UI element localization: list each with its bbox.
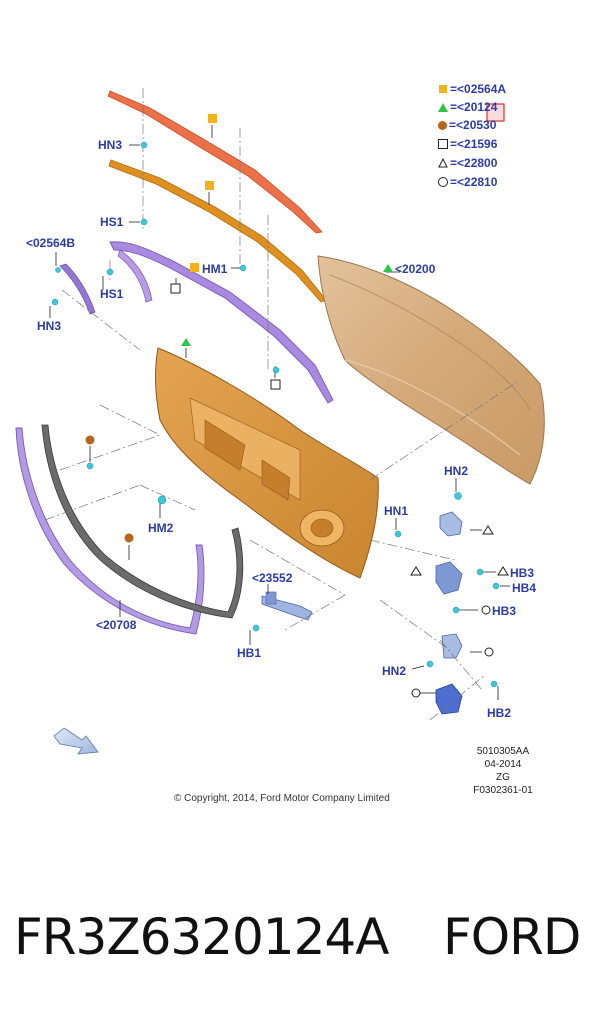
circle-22810-marker bbox=[481, 605, 491, 615]
lower-hinge[interactable] bbox=[441, 633, 463, 659]
label-hb3-lower[interactable]: HB3 bbox=[492, 604, 517, 618]
legend-row-5: =<22800 bbox=[438, 155, 497, 171]
legend-row-6: =<22810 bbox=[438, 174, 497, 190]
label-hm2[interactable]: HM2 bbox=[148, 521, 174, 535]
meta-line-3: ZG bbox=[496, 772, 510, 783]
triangle-22800-marker-3 bbox=[497, 566, 509, 576]
amber-strip[interactable] bbox=[108, 159, 327, 303]
triangle-22800-marker-2 bbox=[410, 566, 422, 576]
legend-text-6: =<22810 bbox=[450, 175, 498, 189]
label-20708[interactable]: <20708 bbox=[96, 618, 137, 632]
leader-lines bbox=[44, 88, 521, 721]
brand-name: FORD bbox=[443, 908, 581, 966]
lower-hinge-bracket[interactable] bbox=[435, 683, 463, 715]
label-hn3-left[interactable]: HN3 bbox=[37, 319, 62, 333]
purple-door-seal[interactable] bbox=[15, 427, 205, 635]
label-hs1-left[interactable]: HS1 bbox=[100, 287, 124, 301]
copyright-notice: © Copyright, 2014, Ford Motor Company Li… bbox=[174, 793, 390, 804]
legend-text-3: =<20530 bbox=[449, 118, 497, 132]
drawing-metadata: 5010305AA 04-2014 ZG F0302361-01 bbox=[468, 745, 538, 797]
dot-20530-marker bbox=[85, 435, 95, 445]
legend-row-2: =<20124 bbox=[438, 99, 497, 115]
legend-row-1: =<02564A bbox=[438, 81, 506, 97]
label-hb1[interactable]: HB1 bbox=[237, 646, 262, 660]
front-direction-arrow-icon bbox=[53, 727, 99, 755]
square-21596-marker-2 bbox=[270, 379, 281, 390]
dark-weatherstrip[interactable] bbox=[41, 424, 244, 619]
legend-text-4: =<21596 bbox=[450, 137, 498, 151]
fasteners bbox=[51, 141, 500, 688]
open-square-icon bbox=[438, 139, 448, 149]
purple-frame-tab bbox=[117, 249, 153, 303]
upper-hinge[interactable] bbox=[439, 511, 463, 537]
label-hb4[interactable]: HB4 bbox=[512, 581, 537, 595]
upper-orange-strip[interactable] bbox=[107, 90, 323, 234]
meta-line-4: F0302361-01 bbox=[473, 785, 533, 796]
open-triangle-icon bbox=[438, 158, 448, 168]
label-hn2-lower[interactable]: HN2 bbox=[382, 664, 407, 678]
door-outer-skin[interactable] bbox=[317, 255, 545, 485]
clip-02564a-marker bbox=[208, 114, 217, 123]
label-hb3-upper[interactable]: HB3 bbox=[510, 566, 535, 580]
triangle-20124-marker-2 bbox=[383, 264, 393, 272]
legend-row-4: =<21596 bbox=[438, 136, 497, 152]
label-hm1[interactable]: HM1 bbox=[202, 262, 228, 276]
label-hs1-top[interactable]: HS1 bbox=[100, 215, 124, 229]
filled-square-icon bbox=[439, 85, 447, 93]
meta-line-1: 5010305AA bbox=[476, 746, 530, 757]
label-hn3-top[interactable]: HN3 bbox=[98, 138, 123, 152]
dot-20530-marker-2 bbox=[124, 533, 134, 543]
label-02564b[interactable]: <02564B bbox=[26, 236, 76, 250]
label-hn2-top[interactable]: HN2 bbox=[444, 464, 469, 478]
purple-frame-strip[interactable] bbox=[109, 241, 334, 404]
label-20200[interactable]: <20200 bbox=[395, 262, 436, 276]
legend-text-5: =<22800 bbox=[450, 156, 498, 170]
open-circle-icon bbox=[438, 177, 448, 187]
circle-22810-marker-3 bbox=[411, 688, 421, 698]
label-hn1[interactable]: HN1 bbox=[384, 504, 409, 518]
highlight-box bbox=[486, 103, 505, 122]
clip-02564a-marker-2 bbox=[205, 181, 214, 190]
label-23552[interactable]: <23552 bbox=[252, 571, 293, 585]
filled-circle-icon bbox=[438, 120, 447, 130]
filled-triangle-icon bbox=[438, 102, 448, 112]
legend-row-3: =<20530 bbox=[438, 117, 496, 133]
clip-02564a-marker-3 bbox=[190, 263, 199, 272]
triangle-20124-marker bbox=[181, 338, 191, 346]
legend-text-1: =<02564A bbox=[450, 82, 507, 96]
small-purple-strip[interactable] bbox=[59, 263, 96, 315]
upper-hinge-bracket[interactable] bbox=[435, 561, 463, 595]
label-hb2[interactable]: HB2 bbox=[487, 706, 512, 720]
part-number: FR3Z6320124A bbox=[14, 908, 389, 966]
circle-22810-marker-2 bbox=[484, 647, 494, 657]
legend-text-2: =<20124 bbox=[450, 100, 498, 114]
triangle-22800-marker bbox=[482, 525, 494, 535]
square-21596-marker bbox=[170, 283, 181, 294]
meta-line-2: 04-2014 bbox=[484, 759, 522, 770]
